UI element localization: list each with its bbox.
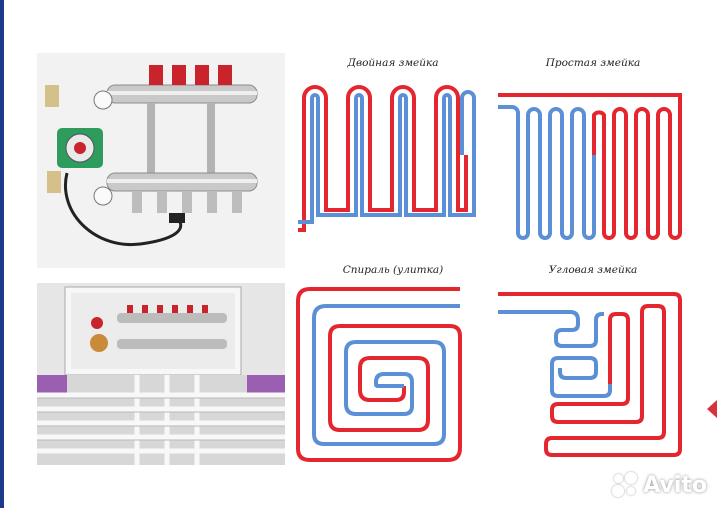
diagram-double-serpentine: Двойная змейка [298, 55, 488, 240]
return-pipe [498, 310, 612, 398]
watermark-text: Avito [643, 472, 707, 498]
avito-watermark: Avito [612, 472, 707, 498]
supply-pipe [298, 85, 468, 232]
manifold-with-pump-photo [37, 53, 285, 268]
diagram-title: Спираль (улитка) [342, 264, 444, 276]
supply-pipe [296, 287, 462, 462]
return-pipe [312, 304, 460, 446]
diagram-simple-serpentine: Простая змейка [498, 55, 688, 240]
return-pipe [498, 105, 596, 240]
diagram-title: Угловая змейка [548, 264, 638, 276]
next-arrow-tab[interactable] [707, 400, 717, 418]
diagram-title: Простая змейка [545, 57, 641, 69]
diagram-title: Двойная змейка [347, 57, 439, 69]
supply-pipe [498, 93, 682, 240]
manifold-cabinet-photo [37, 283, 285, 465]
return-pipe [298, 90, 476, 224]
supply-pipe [498, 292, 682, 457]
diagram-spiral: Спираль (улитка) [296, 264, 488, 464]
diagram-corner-serpentine: Угловая змейка [498, 264, 688, 464]
avito-logo-icon [612, 472, 638, 498]
left-accent-bar [0, 0, 4, 508]
